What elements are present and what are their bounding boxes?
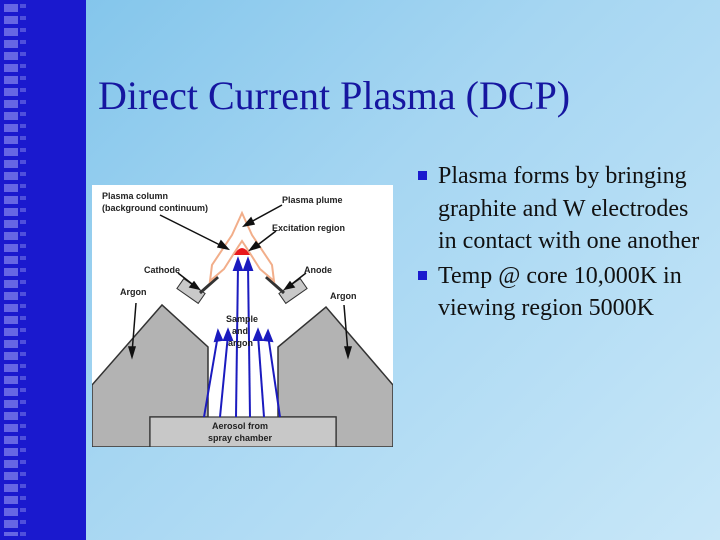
label-argon-left: Argon <box>120 287 147 297</box>
bullet-item: Plasma forms by bringing graphite and W … <box>410 160 710 258</box>
bullet-text: Plasma forms by bringing graphite and W … <box>438 163 700 254</box>
slide-title: Direct Current Plasma (DCP) <box>98 73 571 118</box>
label-background-continuum: (background continuum) <box>102 203 208 213</box>
sidebar-decoration <box>0 0 86 540</box>
label-and: and <box>232 326 248 336</box>
label-plasma-column: Plasma column <box>102 191 168 201</box>
upward-arrows <box>203 256 281 418</box>
pointer-arrows <box>127 204 353 360</box>
plasma-plume-outline <box>208 210 276 284</box>
dcp-diagram: Plasma column (background continuum) Pla… <box>92 185 393 447</box>
label-sample: Sample <box>226 314 258 324</box>
label-cathode: Cathode <box>144 265 180 275</box>
sidebar-dots-inner <box>20 4 26 536</box>
excitation-region-glow <box>234 248 250 255</box>
label-plasma-plume: Plasma plume <box>282 195 343 205</box>
bullet-text: Temp @ core 10,000K in viewing region 50… <box>438 262 682 322</box>
bullet-list: Plasma forms by bringing graphite and W … <box>410 160 710 327</box>
bullet-square-icon <box>418 270 427 280</box>
label-argon-right: Argon <box>330 291 357 301</box>
label-argon-center: argon <box>228 338 253 348</box>
bullet-square-icon <box>418 171 427 180</box>
label-aerosol-from: Aerosol from <box>212 421 268 431</box>
label-anode: Anode <box>304 265 332 275</box>
sidebar-dots <box>4 4 18 536</box>
bullet-item: Temp @ core 10,000K in viewing region 50… <box>410 260 710 325</box>
spray-chamber-box <box>149 416 337 447</box>
label-spray-chamber: spray chamber <box>208 433 273 443</box>
label-excitation-region: Excitation region <box>272 223 345 233</box>
